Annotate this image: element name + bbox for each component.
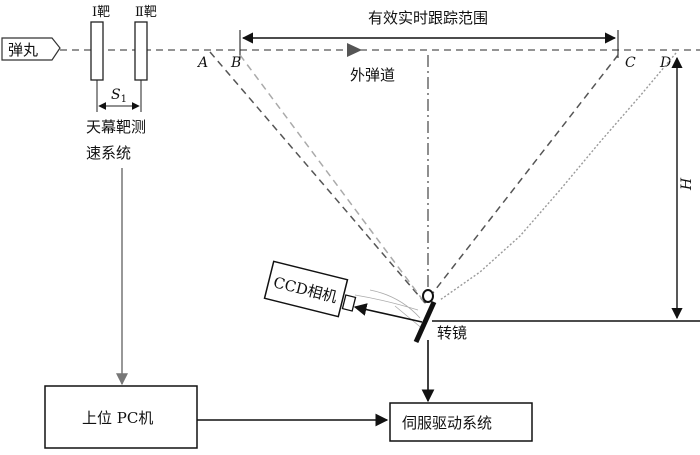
projectile-tag: 弹丸 (1, 37, 61, 61)
point-a-label: A (196, 55, 208, 71)
host-pc-box (44, 385, 198, 449)
mirror-label: 转镜 (437, 324, 467, 342)
rotating-mirror (413, 300, 437, 344)
target-1-label: Ⅰ靶 (92, 5, 110, 20)
ccd-camera: CCD相机 (263, 260, 357, 318)
point-b-label: B (230, 55, 241, 71)
rotation-axis-icon (422, 289, 434, 303)
ray-b (239, 54, 426, 304)
ray-a (209, 51, 426, 304)
height-label: H (679, 177, 695, 191)
target-2-bar (134, 21, 148, 81)
target-2-label: Ⅱ靶 (135, 5, 157, 20)
sky-screen-label-line1: 天幕靶测 (86, 118, 146, 136)
camera-to-mirror-arrow (353, 303, 423, 323)
sky-screen-label-line2: 速系统 (86, 144, 131, 162)
point-d-label: D (659, 55, 671, 71)
tracking-range-label: 有效实时跟踪范围 (368, 9, 488, 27)
host-pc-label: 上位 PC机 (82, 409, 153, 427)
servo-drive-box (389, 402, 533, 442)
point-c-label: C (625, 55, 636, 71)
trajectory-label: 外弹道 (350, 66, 395, 84)
servo-drive-label: 伺服驱动系统 (402, 414, 492, 432)
projectile-label: 弹丸 (8, 41, 38, 59)
target-1-bar (90, 21, 104, 81)
ray-d (439, 52, 677, 301)
ray-c (424, 54, 619, 304)
beam-sketch-marks (354, 289, 425, 331)
flight-direction-arrow (347, 43, 362, 57)
spacing-label: S1 (111, 87, 127, 105)
